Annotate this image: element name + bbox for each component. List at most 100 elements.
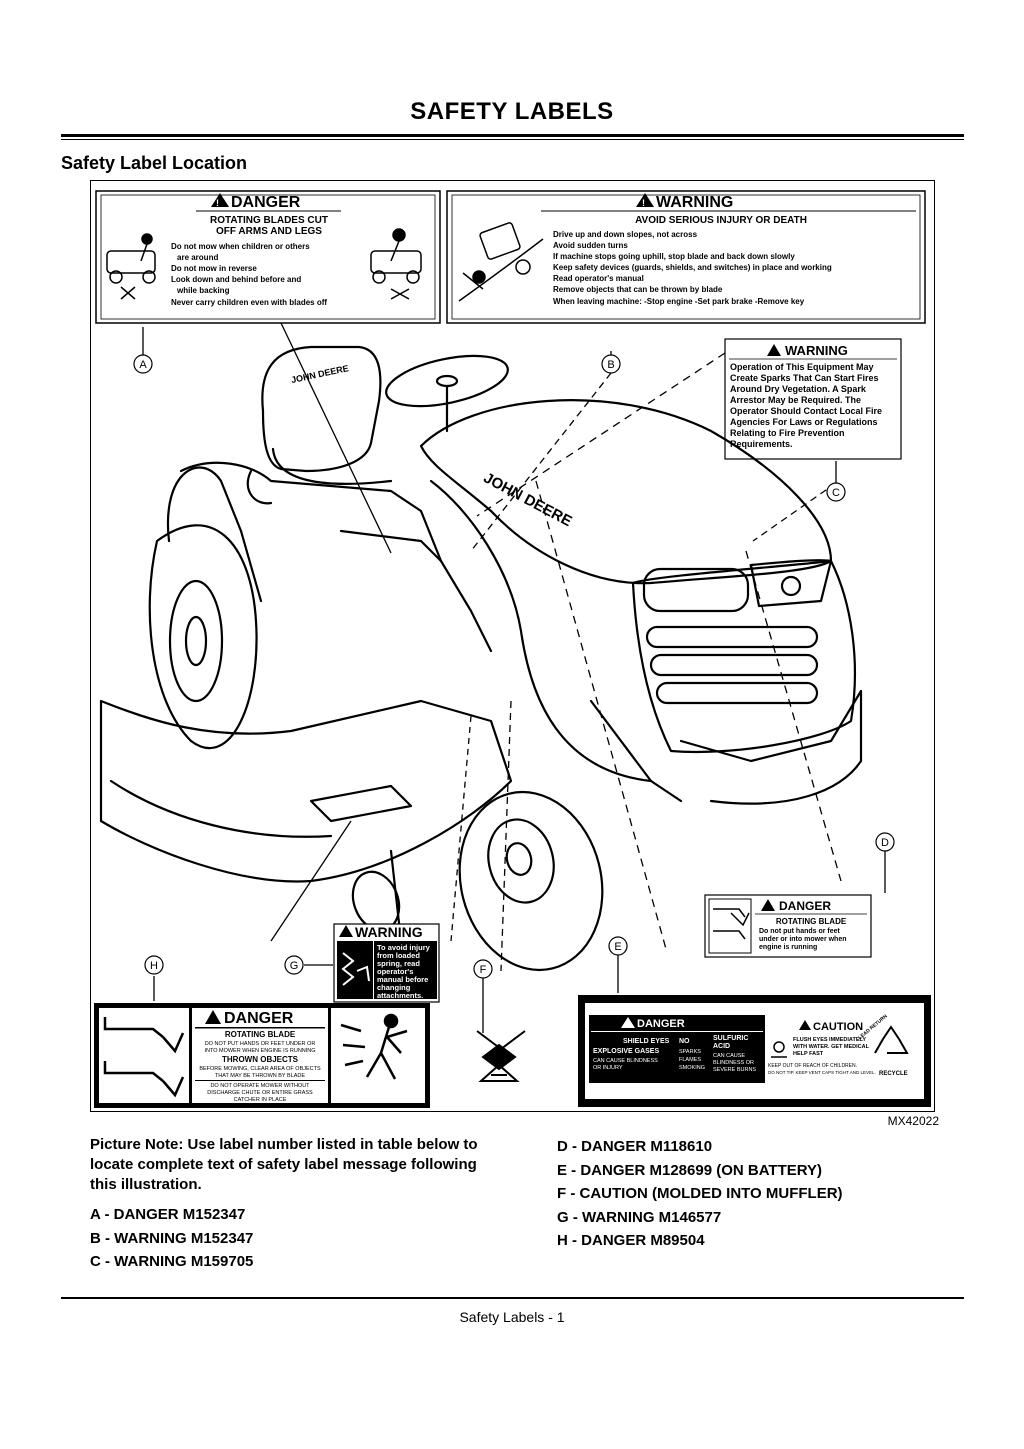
label-e-col3: SEVERE BURNS (713, 1067, 756, 1073)
label-e-col3: SULFURIC (713, 1035, 748, 1042)
label-g-line: attachments. (377, 991, 423, 1000)
label-a-subtitle-1: ROTATING BLADES CUT (210, 215, 328, 226)
label-e: DANGER SHIELD EYES EXPLOSIVE GASES CAN C… (578, 995, 931, 1107)
label-a-bullet: Do not mow when children or others (171, 242, 310, 251)
label-b-bullet: Keep safety devices (guards, shields, an… (553, 263, 832, 272)
footer-rule (61, 1297, 964, 1299)
hands-blade-pictogram (103, 1017, 185, 1098)
child-on-mower-pictogram (106, 233, 156, 300)
label-g-title: WARNING (355, 924, 423, 940)
label-e-col1: CAN CAUSE BLINDNESS (593, 1058, 658, 1064)
callout-leaders (142, 322, 886, 1033)
label-h-line: THAT MAY BE THROWN BY BLADE (215, 1073, 305, 1079)
label-e-caution-line: DO NOT TIP. KEEP VENT CAPS TIGHT AND LEV… (768, 1070, 876, 1075)
thrown-objects-pictogram (340, 1013, 408, 1080)
label-h: DANGER ROTATING BLADE DO NOT PUT HANDS O… (94, 1003, 430, 1108)
label-b-bullet: Remove objects that can be thrown by bla… (553, 285, 723, 294)
label-d-line: under or into mower when (759, 936, 847, 943)
label-e-caution-title: CAUTION (813, 1021, 863, 1033)
label-e-caution-line: HELP FAST (793, 1051, 824, 1057)
label-a: ! DANGER ROTATING BLADES CUT OFF ARMS AN… (95, 190, 441, 324)
notes-left-column: Picture Note: Use label number listed in… (90, 1135, 480, 1274)
legend-item: D - DANGER M118610 (557, 1138, 713, 1155)
label-f (476, 1030, 526, 1082)
picture-note: Picture Note: Use label number listed in… (90, 1136, 478, 1193)
label-a-bullet: are around (177, 253, 218, 262)
label-b-title: WARNING (656, 194, 733, 211)
recycle-icon (874, 1025, 909, 1054)
label-a-bullet: Never carry children even with blades of… (171, 298, 327, 307)
section-heading: Safety Label Location (61, 153, 248, 173)
label-g-line: operator's (377, 967, 413, 976)
label-g: WARNING To avoid injury from loaded spri… (333, 923, 440, 1003)
label-h-subtitle-2: THROWN OBJECTS (222, 1055, 299, 1064)
svg-text:!: ! (642, 198, 645, 208)
figure-id: MX42022 (887, 1114, 939, 1128)
label-e-col2: SMOKING (679, 1065, 705, 1071)
label-b-bullet: If machine stops going uphill, stop blad… (553, 252, 795, 261)
label-d-line: engine is running (759, 944, 817, 951)
label-h-line: DISCHARGE CHUTE OR ENTIRE GRASS (207, 1090, 313, 1096)
label-h-line: DO NOT OPERATE MOWER WITHOUT (210, 1083, 310, 1089)
reverse-mowing-pictogram (370, 228, 422, 300)
spring-hand-pictogram (341, 952, 370, 986)
label-d-subtitle: ROTATING BLADE (776, 917, 847, 926)
notes-right-column: D - DANGER M118610 E - DANGER M128699 (O… (557, 1135, 957, 1253)
label-a-bullet: while backing (176, 286, 230, 295)
callout-h: H (150, 960, 158, 972)
label-e-col1: OR INJURY (593, 1065, 623, 1071)
label-e-recycle: RECYCLE (879, 1071, 908, 1077)
label-c-line: Operator Should Contact Local Fire (730, 406, 882, 416)
label-d-line: Do not put hands or feet (759, 928, 841, 935)
label-a-bullet: Do not mow in reverse (171, 264, 257, 273)
label-h-subtitle: ROTATING BLADE (225, 1030, 296, 1039)
label-e-caution-line: WITH WATER. GET MEDICAL (793, 1044, 870, 1050)
label-e-danger-title: DANGER (637, 1018, 685, 1030)
label-h-line: CATCHER IN PLACE (234, 1097, 287, 1103)
legend-item: E - DANGER M128699 (ON BATTERY) (557, 1161, 823, 1179)
label-e-col2: FLAMES (679, 1057, 701, 1063)
label-a-bullet: Look down and behind before and (171, 275, 301, 284)
label-c: WARNING Operation of This Equipment May … (724, 338, 902, 460)
svg-text:!: ! (216, 198, 219, 208)
legend-item: B - WARNING M152347 (90, 1229, 254, 1247)
callout-f: F (480, 964, 487, 976)
callout-d: D (881, 837, 889, 849)
label-a-subtitle-2: OFF ARMS AND LEGS (216, 226, 322, 237)
label-h-line: BEFORE MOWING, CLEAR AREA OF OBJECTS (199, 1066, 321, 1072)
page-title: SAFETY LABELS (410, 98, 614, 125)
label-d-title: DANGER (779, 899, 831, 913)
legend-item: G - WARNING M146577 (557, 1208, 722, 1226)
label-c-line: Create Sparks That Can Start Fires (730, 373, 879, 383)
legend-item: C - WARNING M159705 (90, 1253, 254, 1270)
title-rule-thin (61, 139, 964, 140)
label-b-subtitle: AVOID SERIOUS INJURY OR DEATH (635, 215, 807, 226)
callout-c: C (832, 487, 840, 499)
label-d: DANGER ROTATING BLADE Do not put hands o… (704, 894, 872, 958)
label-b-bullet: Drive up and down slopes, not across (553, 230, 698, 239)
label-c-line: Around Dry Vegetation. A Spark (730, 384, 867, 394)
label-b: ! WARNING AVOID SERIOUS INJURY OR DEATH … (446, 190, 926, 324)
label-e-col2: NO (679, 1038, 690, 1045)
label-b-bullet: When leaving machine: -Stop engine -Set … (553, 297, 805, 306)
footer-page-label: Safety Labels - 1 (459, 1309, 565, 1325)
eye-flush-pictogram (771, 1041, 787, 1058)
label-c-line: Agencies For Laws or Regulations (730, 417, 878, 427)
label-b-bullet: Avoid sudden turns (553, 241, 628, 250)
label-h-title: DANGER (224, 1010, 294, 1027)
label-g-line: from loaded (377, 951, 420, 960)
slope-rollover-pictogram (458, 222, 544, 302)
legend-item: A - DANGER M152347 (90, 1206, 246, 1223)
label-h-line: INTO MOWER WHEN ENGINE IS RUNNING (204, 1048, 315, 1054)
label-g-line: To avoid injury (377, 943, 431, 952)
figure-illustration: ! DANGER ROTATING BLADES CUT OFF ARMS AN… (94, 190, 931, 1108)
label-c-line: Arrestor May be Required. The (730, 395, 861, 405)
safety-label-figure: ! DANGER ROTATING BLADES CUT OFF ARMS AN… (90, 180, 935, 1112)
callout-g: G (290, 960, 299, 972)
title-rule-thick (61, 134, 964, 137)
label-e-col2: SPARKS (679, 1049, 701, 1055)
label-e-col3: BLINDNESS OR (713, 1060, 754, 1066)
label-c-line: Requirements. (730, 439, 793, 449)
label-g-line: spring, read (377, 959, 420, 968)
legend-item: F - CAUTION (MOLDED INTO MUFFLER) (557, 1185, 843, 1202)
